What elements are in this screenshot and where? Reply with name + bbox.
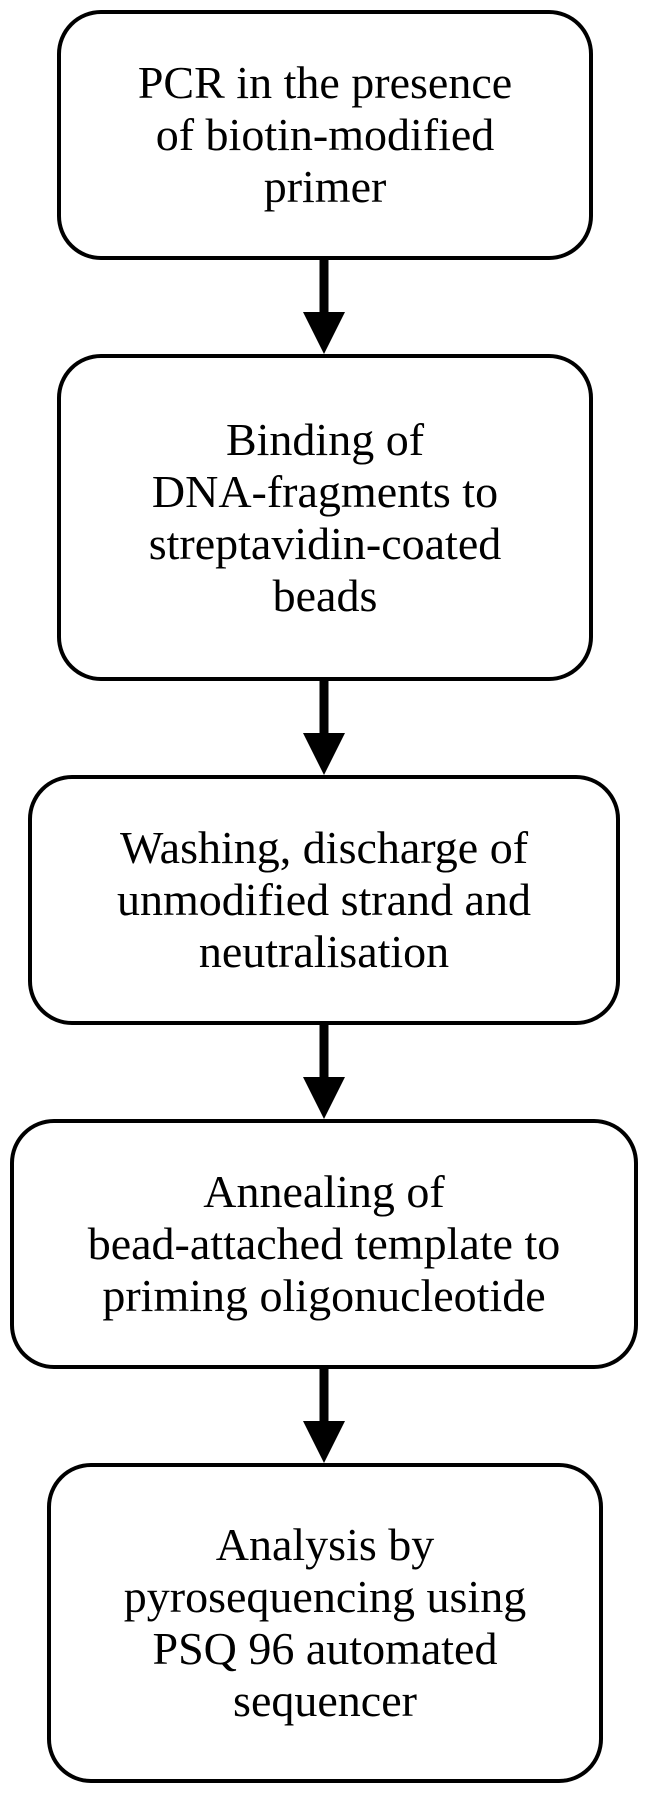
- step-washing-box: Washing, discharge of unmodified strand …: [28, 775, 620, 1025]
- step-binding-box: Binding of DNA-fragments to streptavidin…: [57, 354, 593, 681]
- step-2-line-1: Binding of: [225, 413, 425, 465]
- step-5-line-2: pyrosequencing using: [123, 1571, 527, 1622]
- step-3-line-1: Washing, discharge of: [119, 822, 529, 873]
- step-analysis-box: Analysis by pyrosequencing using PSQ 96 …: [47, 1463, 603, 1783]
- step-4-line-1: Annealing of: [203, 1166, 445, 1217]
- step-5-line-1: Analysis by: [215, 1519, 435, 1570]
- arrow-down-2: [303, 681, 345, 775]
- step-3-line-3: neutralisation: [198, 926, 450, 977]
- step-1-line-3: primer: [263, 161, 387, 212]
- step-5-line-4: sequencer: [233, 1675, 417, 1726]
- step-2-line-4: beads: [272, 569, 378, 621]
- step-1-line-2: of biotin-modified: [155, 109, 495, 160]
- step-1-line-1: PCR in the presence: [137, 57, 513, 108]
- step-2-line-3: streptavidin-coated: [148, 517, 502, 569]
- arrow-down-3: [303, 1025, 345, 1119]
- step-4-line-2: bead-attached template to: [87, 1218, 561, 1269]
- step-3-line-2: unmodified strand and: [117, 874, 531, 925]
- arrow-down-1: [303, 260, 345, 354]
- step-4-line-3: priming oligonucleotide: [102, 1270, 546, 1321]
- step-annealing-box: Annealing of bead-attached template to p…: [10, 1119, 638, 1369]
- step-5-line-3: PSQ 96 automated: [152, 1623, 498, 1674]
- step-2-line-2: DNA-fragments to: [151, 465, 499, 517]
- arrow-down-4: [303, 1369, 345, 1463]
- step-pcr-box: PCR in the presence of biotin-modified p…: [57, 10, 593, 260]
